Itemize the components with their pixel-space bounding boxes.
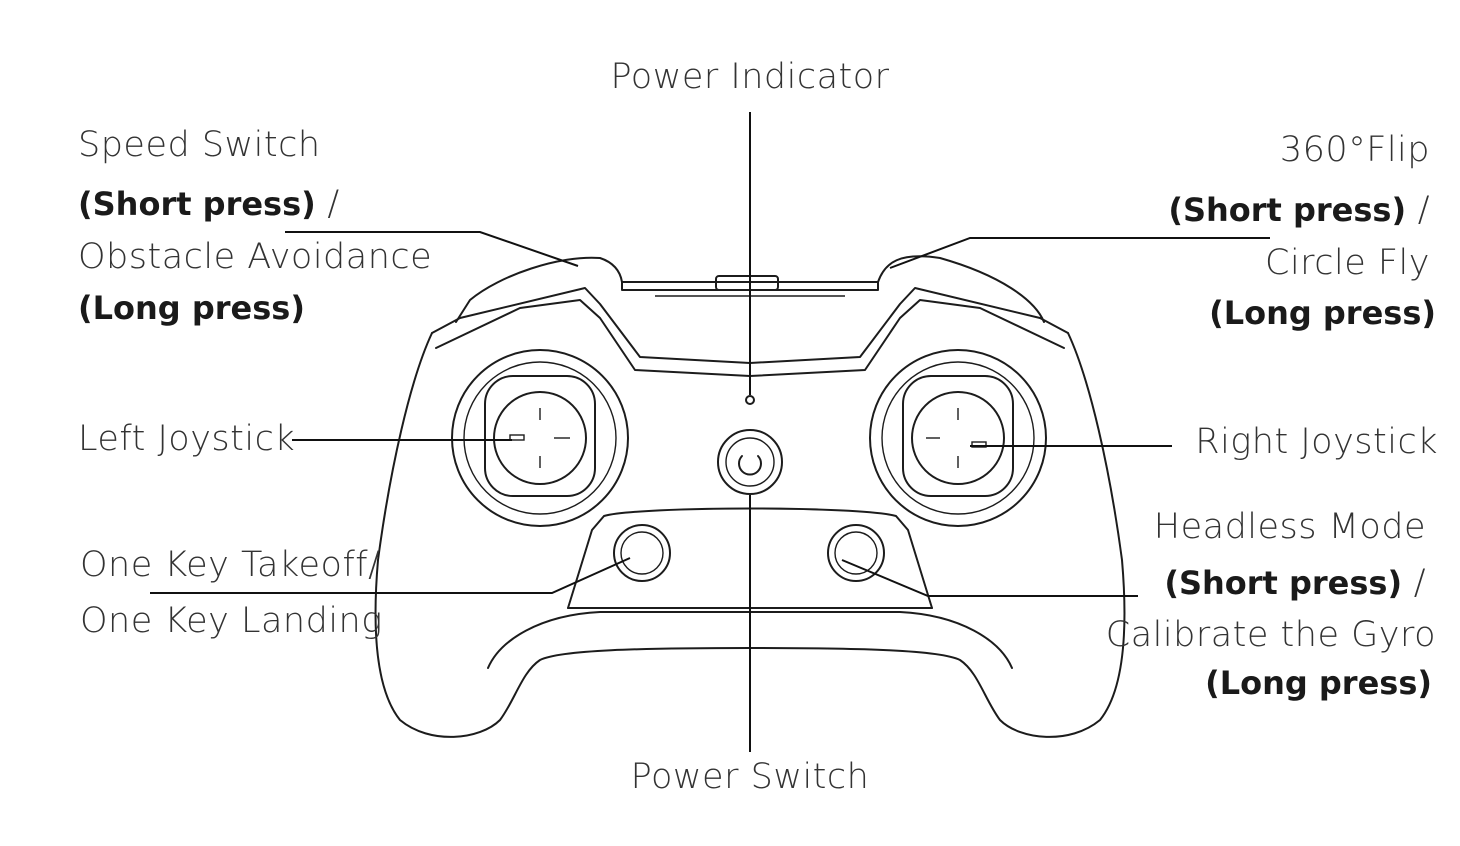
speed-separator: /: [315, 184, 340, 224]
flip-separator: /: [1406, 190, 1430, 230]
headless-mode-label: Headless Mode: [1153, 507, 1426, 547]
circle-fly-label: Circle Fly: [1265, 243, 1430, 283]
leader-lines: [150, 112, 1270, 752]
obstacle-long-press: (Long press): [78, 289, 305, 327]
flip-label: 360°Flip: [1279, 130, 1430, 170]
headless-button[interactable]: [827, 524, 885, 582]
speed-switch-label: Speed Switch: [78, 125, 321, 165]
right-joystick-label: Right Joystick: [1195, 422, 1438, 462]
circle-long-press: (Long press): [1209, 294, 1436, 332]
landing-label: One Key Landing: [80, 601, 383, 641]
takeoff-label: One Key Takeoff/: [80, 545, 381, 585]
flip-short-press: (Short press): [1168, 191, 1407, 229]
power-indicator-label: Power Indicator: [610, 57, 890, 97]
takeoff-landing-button[interactable]: [613, 524, 671, 582]
left-joystick-shape[interactable]: [451, 349, 629, 527]
power-indicator-led: [745, 395, 755, 405]
flip-press-line: (Short press) /: [1168, 193, 1430, 228]
speed-short-press: (Short press): [78, 185, 316, 223]
headless-short-press: (Short press): [1164, 564, 1403, 602]
calibrate-long-press: (Long press): [1205, 664, 1432, 702]
calibrate-gyro-label: Calibrate the Gyro: [1105, 615, 1436, 655]
power-switch-label: Power Switch: [630, 757, 870, 797]
left-joystick-label: Left Joystick: [78, 419, 296, 459]
right-joystick-shape[interactable]: [869, 349, 1047, 527]
headless-press-line: (Short press) /: [1164, 566, 1426, 601]
obstacle-avoidance-label: Obstacle Avoidance: [78, 237, 433, 277]
lower-button-panel: [487, 507, 1013, 669]
power-switch-button[interactable]: [717, 429, 783, 495]
headless-separator: /: [1402, 563, 1426, 603]
speed-switch-press-line: (Short press) /: [78, 187, 340, 222]
